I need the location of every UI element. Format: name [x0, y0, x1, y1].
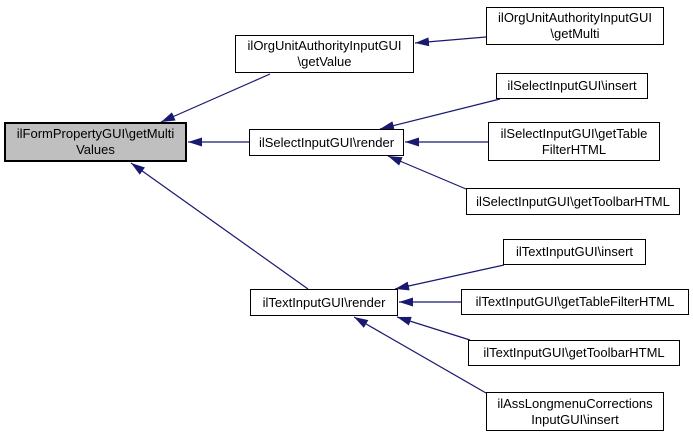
- node-iltextinputgui-gettoolbarhtml[interactable]: ilTextInputGUI\getToolbarHTML: [468, 340, 680, 366]
- node-ilselectinputgui-render[interactable]: ilSelectInputGUI\render: [249, 129, 404, 156]
- edge-text_insert-to-text_render: [394, 264, 505, 291]
- node-ilorgunitauthorityinputgui-getmulti[interactable]: ilOrgUnitAuthorityInputGUI \getMulti: [486, 7, 664, 45]
- edge-asslongmenu_insert-to-text_render: [353, 316, 487, 394]
- node-iltextinputgui-insert[interactable]: ilTextInputGUI\insert: [503, 239, 646, 265]
- edge-orgunit_getvalue-to-form_getmultivalues: [160, 73, 271, 123]
- node-iltextinputgui-render[interactable]: ilTextInputGUI\render: [250, 289, 398, 316]
- edge-select_insert-to-select_render: [379, 98, 501, 130]
- node-ilselectinputgui-insert[interactable]: ilSelectInputGUI\insert: [496, 73, 648, 99]
- node-iltextinputgui-gettablefilterhtml[interactable]: ilTextInputGUI\getTableFilterHTML: [461, 289, 689, 315]
- edge-text_gettoolbarhtml-to-text_render: [396, 316, 471, 341]
- edge-orgunit_getmulti-to-orgunit_getvalue: [414, 36, 487, 47]
- node-ilselectinputgui-gettoolbarhtml[interactable]: ilSelectInputGUI\getToolbarHTML: [466, 188, 680, 215]
- node-ilselectinputgui-gettablefilterhtml[interactable]: ilSelectInputGUI\getTable FilterHTML: [488, 122, 660, 161]
- node-ilasslongmenucorrectionsinputgui-insert[interactable]: ilAssLongmenuCorrections InputGUI\insert: [486, 392, 664, 431]
- edge-text_render-to-form_getmultivalues: [130, 162, 309, 290]
- node-ilorgunitauthorityinputgui-getvalue[interactable]: ilOrgUnitAuthorityInputGUI \getValue: [235, 35, 414, 73]
- edge-select_gettoolbarhtml-to-select_render: [387, 155, 467, 190]
- node-ilformpropertygui-getmultivalues[interactable]: ilFormPropertyGUI\getMulti Values: [4, 122, 187, 162]
